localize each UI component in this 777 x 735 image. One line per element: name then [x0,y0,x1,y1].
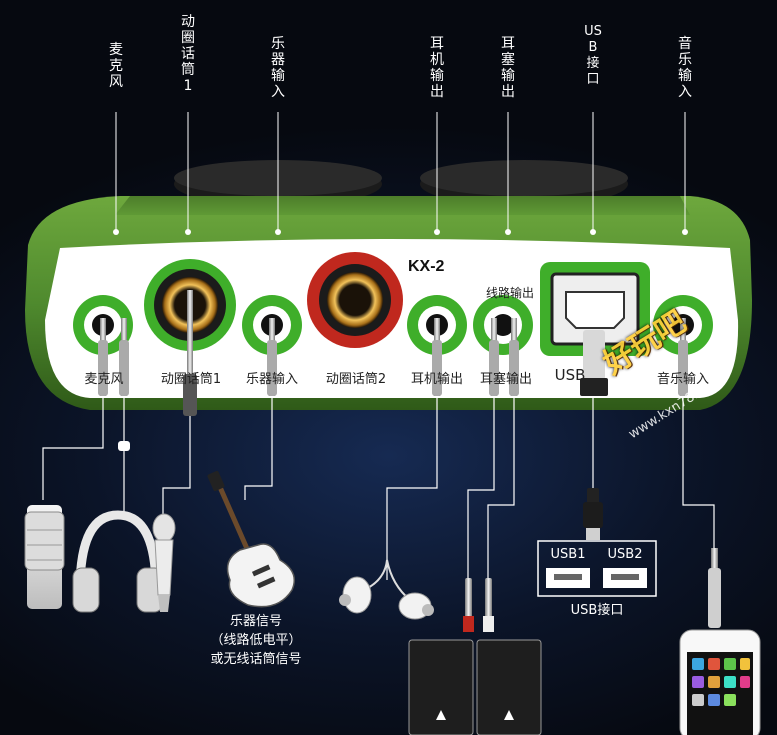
panel-label-music: 音乐输入 [656,372,710,387]
instrument-note-line2: （线路低电平） [210,633,302,648]
cable-clip [118,441,130,451]
plugs [98,290,688,416]
label-instrument-in: 乐器输入 [271,36,285,100]
panel-label-line-out: 线路输出 [485,286,535,300]
knob-right[interactable] [420,160,628,206]
jack-dynamic-mic-2[interactable] [307,252,403,348]
model-number: KX-2 [408,258,445,275]
label-music-in: 音乐输入 [678,36,692,100]
headphones-icon [72,510,164,613]
earbuds-icon [339,559,434,620]
jack-usb-b[interactable] [540,262,650,356]
instrument-note-line1: 乐器信号 [229,614,282,629]
label-mic: 麦克风 [109,42,123,90]
panel-label-usb: USB [554,366,586,384]
label-dynamic-mic-1: 动圈话筒1 [181,14,195,94]
rca-plugs [463,578,494,632]
usb-hub [537,540,657,597]
connection-lines [42,396,715,580]
guitar-icon [207,470,295,608]
aux-plug-icon [708,548,721,628]
usb-cable-icon [583,488,603,540]
speaker-right-icon [476,639,542,735]
condenser-mic-icon [24,505,65,609]
instrument-note: 乐器信号 （线路低电平） 或无线话筒信号 [196,612,316,669]
dynamic-mic-icon [152,513,176,612]
callout-lines-top [115,112,686,232]
instrument-note-line3: 或无线话筒信号 [210,652,302,667]
usb1-label: USB1 [550,547,586,562]
panel-label-earbud: 耳塞输出 [479,372,533,387]
label-usb-port: USB接口 [584,24,602,87]
callout-dots-top [113,229,688,235]
label-headphone-out: 耳机输出 [430,36,444,100]
jack-earbud[interactable] [473,295,533,355]
usb2-label: USB2 [607,547,643,562]
speaker-left-icon [408,639,474,735]
usb-hub-label: USB接口 [570,603,624,618]
label-earbud-out: 耳塞输出 [501,36,515,100]
panel-label-phones: 耳机输出 [410,372,464,387]
panel-label-dyn1: 动圈话筒1 [160,372,222,387]
panel-label-dyn2: 动圈话筒2 [325,372,387,387]
panel-label-instr: 乐器输入 [245,372,299,387]
panel-label-mic: 麦克风 [84,372,124,387]
phone-icon [679,629,761,735]
